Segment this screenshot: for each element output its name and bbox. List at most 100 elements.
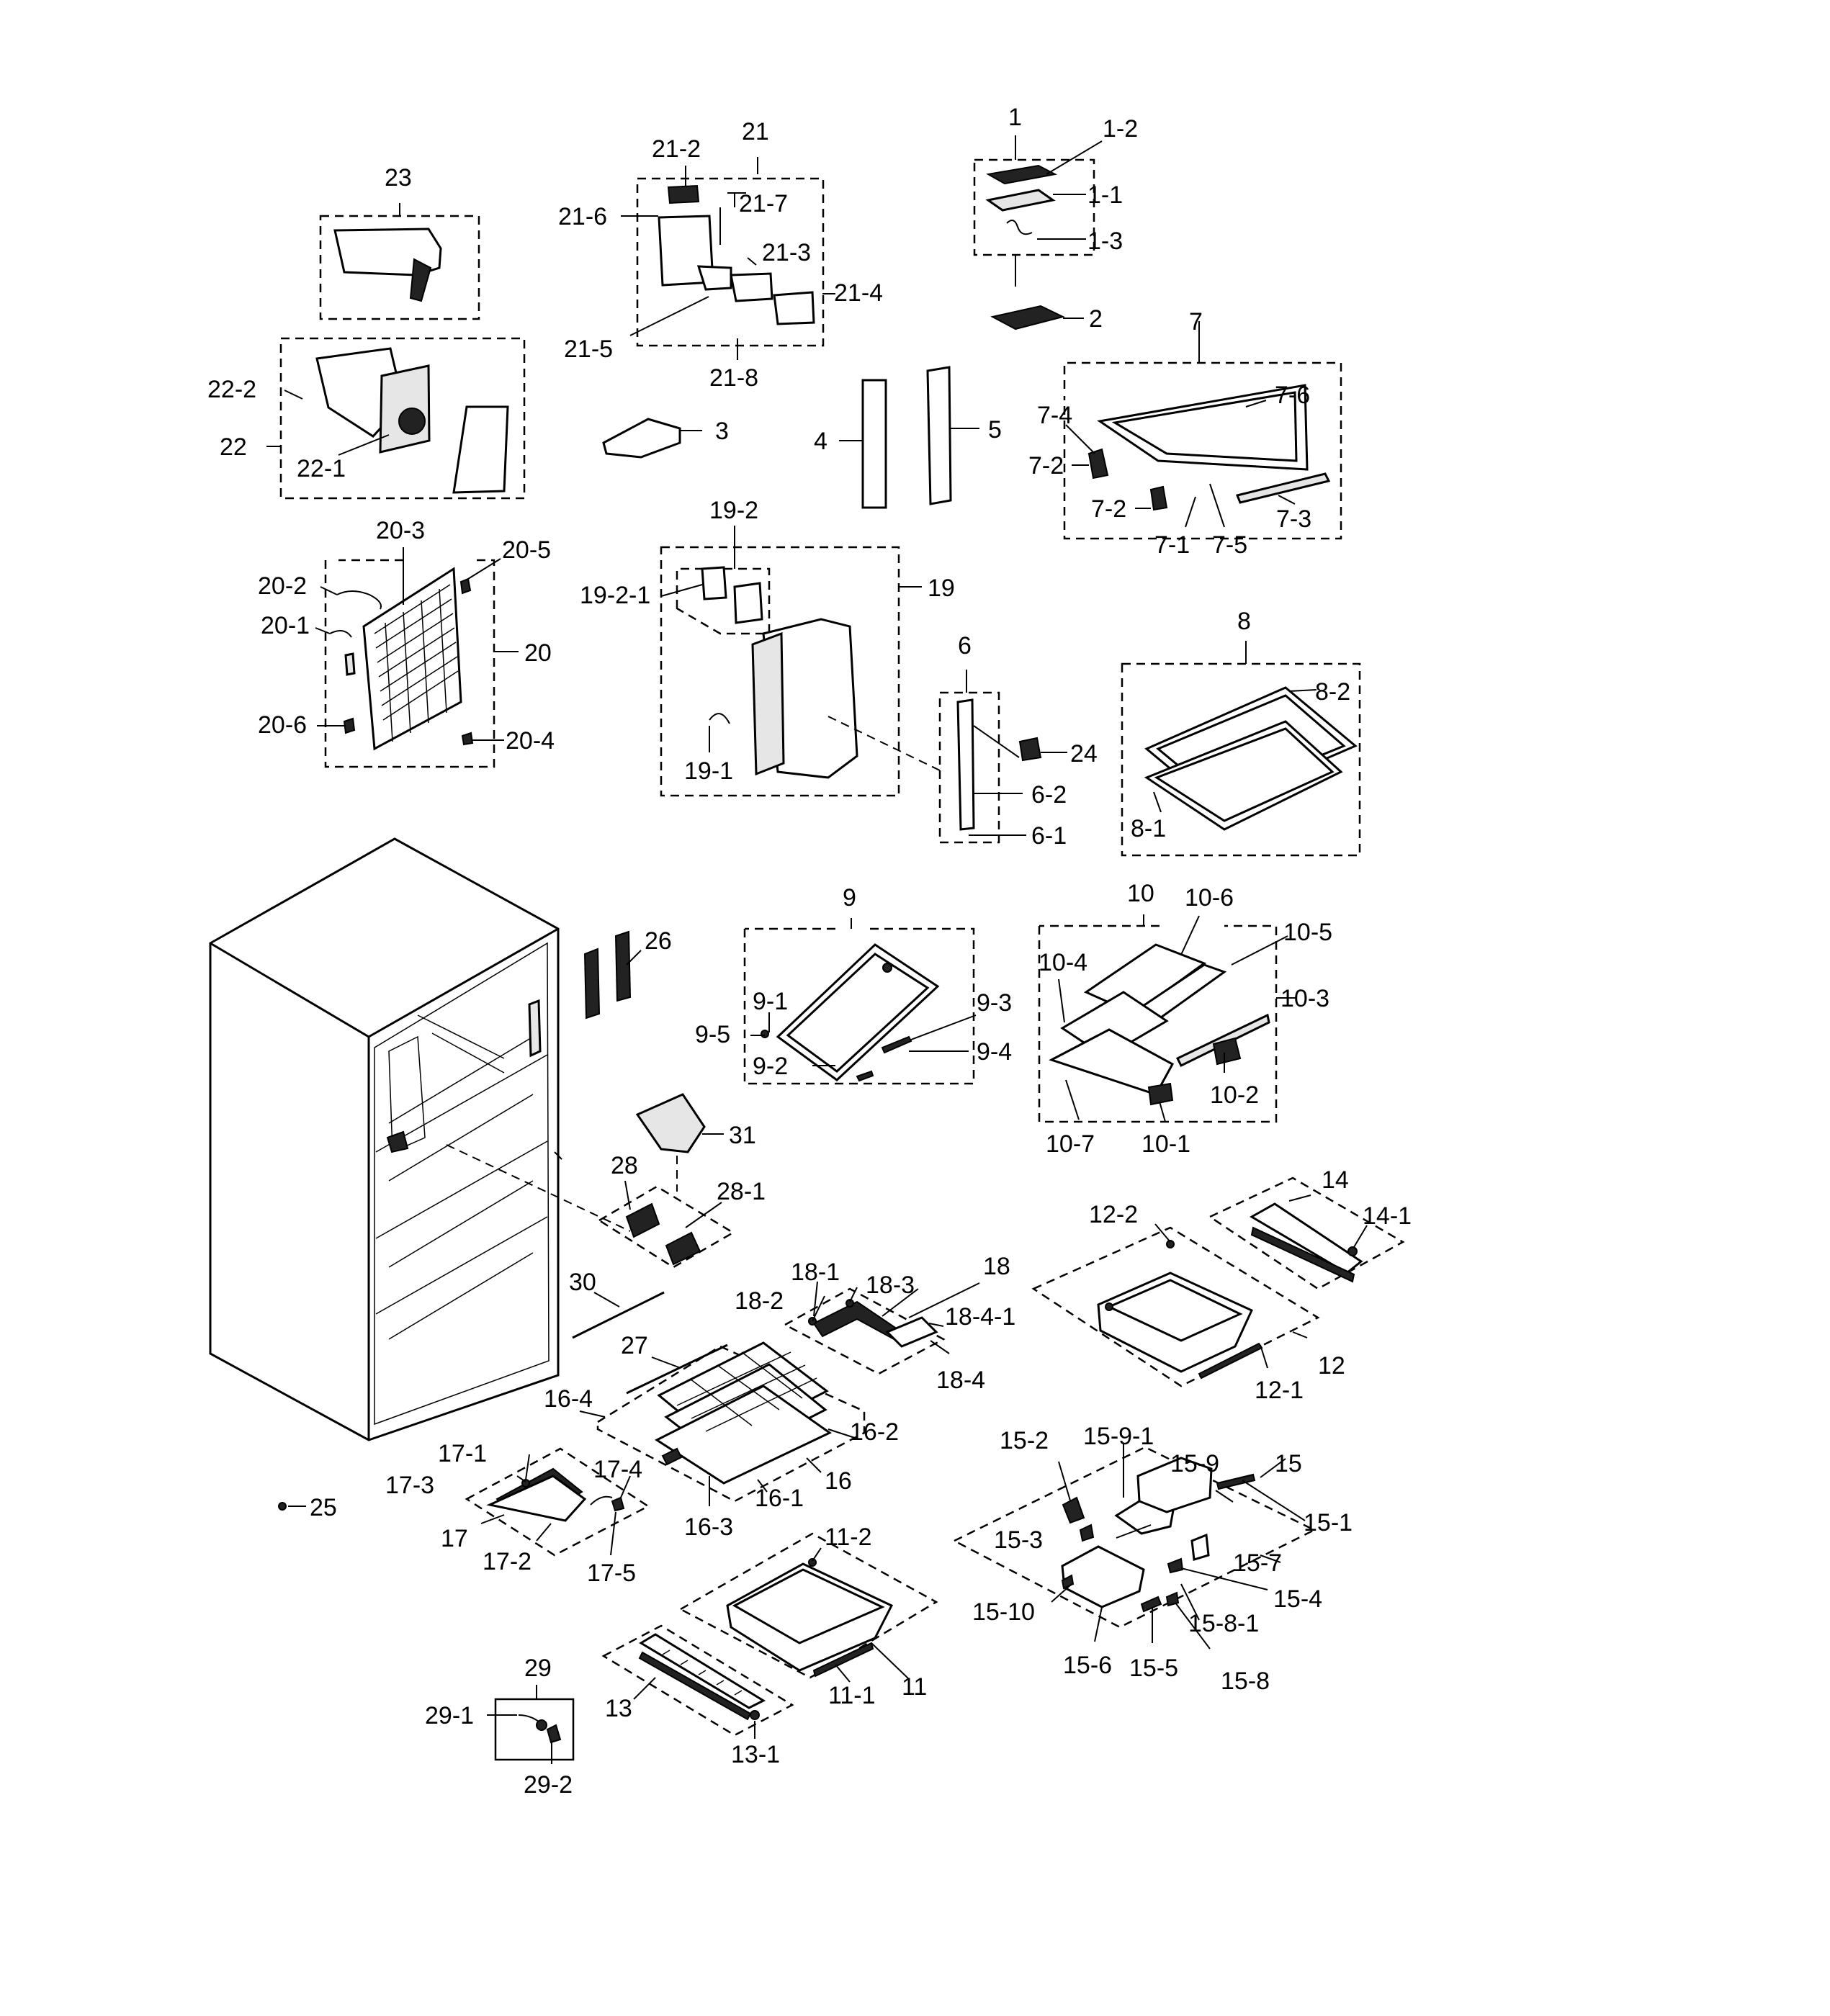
label-21-8: 21-8 — [709, 364, 758, 392]
part-12-group: 12-2 12 12-1 — [1031, 1201, 1345, 1404]
label-15-4: 15-4 — [1273, 1585, 1322, 1613]
label-15: 15 — [1275, 1450, 1302, 1477]
part-21-group: 21 21-2 21-6 21-7 21-3 21-4 21-5 21-8 — [558, 118, 883, 392]
part-7-group: 7 7-6 7-4 7-2 7-2 7-3 7-1 7-5 — [1028, 308, 1342, 559]
label-20-5: 20-5 — [502, 536, 551, 564]
label-29-1: 29-1 — [425, 1702, 474, 1729]
label-24: 24 — [1070, 740, 1098, 768]
label-27: 27 — [621, 1332, 648, 1359]
part-14-group: 14 14-1 — [1208, 1166, 1412, 1290]
part-4: 4 — [814, 379, 887, 509]
label-8: 8 — [1237, 608, 1251, 635]
label-11: 11 — [902, 1673, 927, 1701]
label-7-1: 7-1 — [1154, 531, 1190, 559]
label-20-1: 20-1 — [261, 612, 310, 639]
label-7-2b: 7-2 — [1091, 495, 1126, 523]
label-15-9-1: 15-9-1 — [1083, 1423, 1154, 1450]
label-21-4: 21-4 — [834, 279, 883, 307]
label-28: 28 — [611, 1152, 638, 1179]
part-2: 2 — [990, 305, 1103, 333]
label-9-4: 9-4 — [977, 1038, 1012, 1066]
label-5: 5 — [988, 416, 1002, 444]
label-1: 1 — [1008, 104, 1022, 131]
label-6-2: 6-2 — [1031, 781, 1067, 809]
label-10-2: 10-2 — [1210, 1081, 1259, 1109]
label-26: 26 — [645, 927, 672, 955]
label-15-7: 15-7 — [1233, 1549, 1282, 1577]
label-10-5: 10-5 — [1283, 919, 1332, 946]
label-20-4: 20-4 — [506, 727, 555, 755]
label-3: 3 — [715, 418, 729, 445]
label-19-2-1: 19-2-1 — [580, 582, 650, 609]
label-21-6: 21-6 — [558, 203, 607, 230]
label-14: 14 — [1322, 1166, 1349, 1194]
label-17-1: 17-1 — [438, 1440, 487, 1467]
label-6-1: 6-1 — [1031, 822, 1067, 850]
label-16-2: 16-2 — [850, 1418, 899, 1446]
label-7: 7 — [1189, 308, 1203, 336]
label-7-6: 7-6 — [1275, 382, 1310, 409]
part-19-group: 19-2 19 19-2-1 19-1 — [580, 497, 955, 797]
label-19: 19 — [928, 575, 955, 602]
part-29-group: 29 29-1 29-2 — [425, 1655, 575, 1799]
part-18-group: 18-1 18 18-3 18-2 18-4-1 18-4 — [735, 1253, 1015, 1394]
part-11-group: 11-2 11 11-1 — [678, 1524, 938, 1709]
label-16-3: 16-3 — [684, 1513, 733, 1541]
part-16-group: 16-4 16-2 16 16-1 16-3 — [544, 1341, 899, 1541]
label-20-3: 20-3 — [376, 517, 425, 544]
label-9-2: 9-2 — [753, 1053, 788, 1080]
label-7-4: 7-4 — [1037, 402, 1072, 429]
label-29-2: 29-2 — [524, 1771, 573, 1799]
label-22: 22 — [220, 433, 247, 461]
label-15-9: 15-9 — [1170, 1450, 1219, 1477]
label-7-5: 7-5 — [1212, 531, 1247, 559]
label-20: 20 — [524, 639, 552, 667]
label-23: 23 — [385, 164, 412, 192]
label-18-2: 18-2 — [735, 1287, 784, 1315]
label-7-2a: 7-2 — [1028, 452, 1064, 480]
label-17-2: 17-2 — [483, 1548, 531, 1575]
label-15-5: 15-5 — [1129, 1655, 1178, 1682]
label-15-8-1: 15-8-1 — [1188, 1610, 1259, 1637]
label-17-3: 17-3 — [385, 1472, 434, 1499]
label-8-2: 8-2 — [1315, 678, 1350, 706]
label-18-4: 18-4 — [936, 1367, 985, 1394]
part-9-group: 9 9-1 9-3 9-5 9-4 9-2 — [695, 884, 1012, 1085]
part-1-group: 1 1-2 1-1 1-3 — [973, 104, 1138, 287]
label-6: 6 — [958, 632, 972, 660]
label-15-6: 15-6 — [1063, 1652, 1112, 1679]
part-17-group: 17-1 17-3 17-4 17 17-2 17-5 — [385, 1440, 650, 1587]
part-28-group: 28 28-1 — [597, 1152, 766, 1269]
label-16-4: 16-4 — [544, 1385, 593, 1413]
label-12-1: 12-1 — [1255, 1377, 1304, 1404]
part-30: 30 — [569, 1269, 665, 1339]
part-3: 3 — [602, 418, 729, 459]
label-15-8: 15-8 — [1221, 1668, 1270, 1695]
label-13-1: 13-1 — [731, 1741, 780, 1768]
label-10-3: 10-3 — [1280, 985, 1329, 1012]
part-23-group: 23 — [319, 164, 480, 320]
label-21-5: 21-5 — [564, 336, 613, 363]
label-17-5: 17-5 — [587, 1560, 636, 1587]
label-11-1: 11-1 — [828, 1682, 876, 1709]
label-15-3: 15-3 — [994, 1526, 1043, 1554]
label-21: 21 — [742, 118, 769, 145]
part-15-group: 15-2 15-9-1 15-9 15 15-1 15-3 15-7 15-4 … — [952, 1423, 1353, 1695]
label-11-2: 11-2 — [825, 1524, 872, 1551]
part-20-group: 20-3 20-5 20-2 20-1 20 20-6 20-4 — [258, 517, 555, 768]
label-28-1: 28-1 — [717, 1178, 766, 1205]
label-10: 10 — [1127, 880, 1154, 907]
part-24: 24 — [1018, 737, 1098, 768]
label-17-4: 17-4 — [593, 1456, 642, 1483]
label-15-10: 15-10 — [972, 1598, 1035, 1626]
label-22-1: 22-1 — [297, 455, 346, 482]
refrigerator-cabinet — [209, 837, 631, 1441]
label-12: 12 — [1318, 1352, 1345, 1380]
label-15-2: 15-2 — [1000, 1427, 1049, 1454]
label-19-1: 19-1 — [684, 757, 733, 785]
part-6-group: 6 6-2 6-1 — [827, 632, 1067, 850]
label-18-4-1: 18-4-1 — [945, 1303, 1015, 1331]
label-1-1: 1-1 — [1087, 181, 1123, 209]
label-18: 18 — [983, 1253, 1010, 1280]
